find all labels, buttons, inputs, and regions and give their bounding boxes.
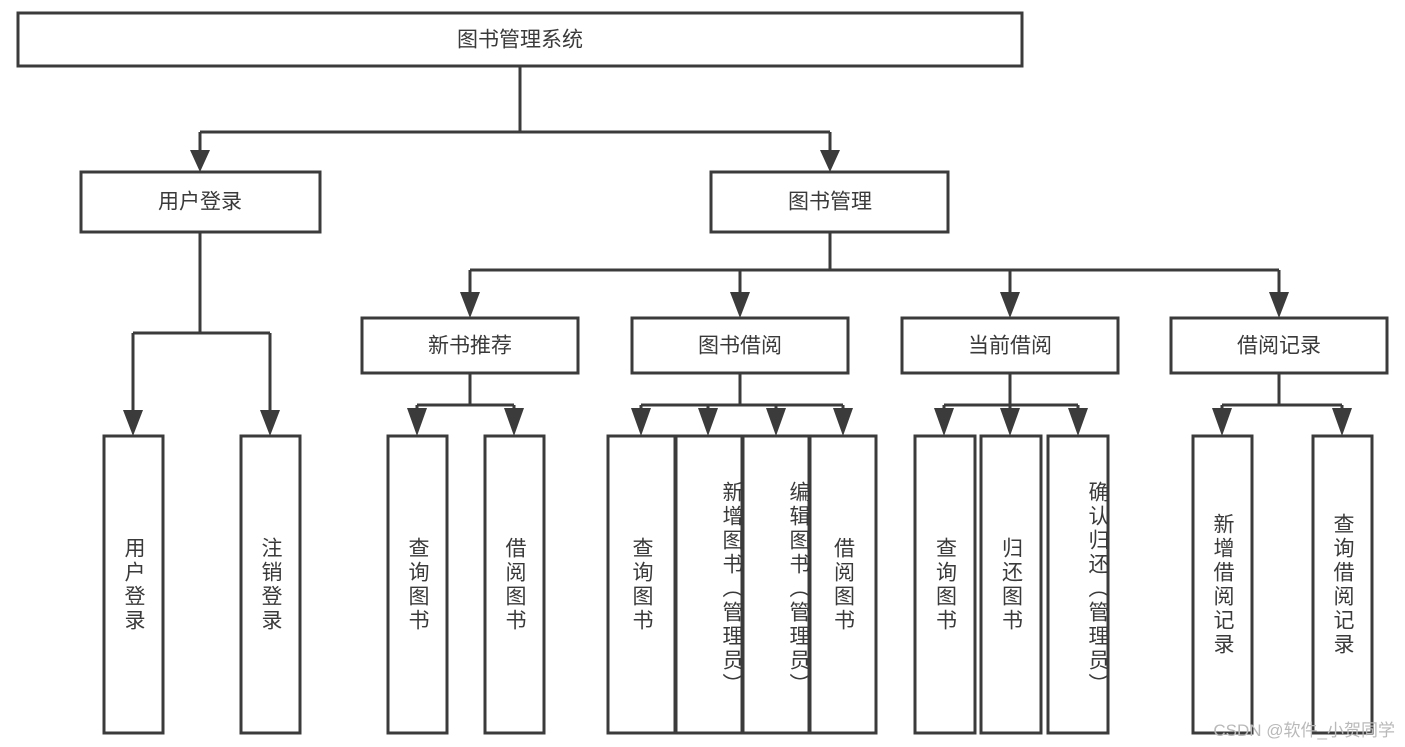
- arrow-head-leaf-logout: [260, 410, 280, 436]
- arrow-head-bookborrow-leaf-1: [631, 408, 651, 436]
- arrow-head-new-book: [460, 292, 480, 318]
- arrow-head-currentborrow-leaf-2: [1000, 408, 1020, 436]
- node-root[interactable]: 图书管理系统: [16, 11, 1024, 68]
- node-book-borrow[interactable]: 图书借阅: [630, 316, 850, 375]
- leaf-box-user-login-1[interactable]: [239, 434, 302, 735]
- leaf-box-book-borrow-2[interactable]: [741, 434, 811, 735]
- node-current-borrow[interactable]: 当前借阅: [900, 316, 1120, 375]
- leaf-box-new-book-0[interactable]: [386, 434, 449, 735]
- connector-layer: [123, 66, 1352, 436]
- arrow-head-leaf-user-login: [123, 410, 143, 436]
- node-book-manage-label: 图书管理: [788, 191, 872, 214]
- node-root-label: 图书管理系统: [457, 29, 583, 52]
- arrow-head-current-borrow: [1000, 292, 1020, 318]
- arrow-head-borrowrecord-leaf-2: [1332, 408, 1352, 436]
- node-book-manage[interactable]: 图书管理: [709, 170, 950, 234]
- arrow-head-borrow-record: [1269, 292, 1289, 318]
- leaf-box-book-borrow-3[interactable]: [808, 434, 878, 735]
- node-book-borrow-box[interactable]: [630, 316, 850, 375]
- arrow-head-borrowrecord-leaf-1: [1212, 408, 1232, 436]
- leaf-box-book-borrow-0[interactable]: [606, 434, 677, 735]
- node-current-borrow-box[interactable]: [900, 316, 1120, 375]
- leaf-box-new-book-1[interactable]: [483, 434, 546, 735]
- node-book-borrow-label: 图书借阅: [698, 335, 782, 358]
- arrow-head-book-manage: [820, 150, 840, 172]
- arrow-head-bookborrow-leaf-2: [698, 408, 718, 436]
- node-new-book-recommend-label: 新书推荐: [428, 335, 512, 358]
- arrow-head-book-borrow: [730, 292, 750, 318]
- arrow-head-currentborrow-leaf-1: [934, 408, 954, 436]
- arrow-head-bookborrow-leaf-3: [766, 408, 786, 436]
- node-current-borrow-label: 当前借阅: [968, 335, 1052, 358]
- node-borrow-record[interactable]: 借阅记录: [1169, 316, 1389, 375]
- leaf-box-current-borrow-2[interactable]: [1046, 434, 1110, 735]
- node-user-login-box[interactable]: [79, 170, 322, 234]
- node-new-book-recommend[interactable]: 新书推荐: [360, 316, 580, 375]
- node-user-login[interactable]: 用户登录: [79, 170, 322, 234]
- arrow-head-currentborrow-leaf-3: [1068, 408, 1088, 436]
- leaf-box-borrow-record-1[interactable]: [1311, 434, 1374, 735]
- leaf-box-current-borrow-0[interactable]: [913, 434, 977, 735]
- leaf-box-current-borrow-1[interactable]: [979, 434, 1043, 735]
- node-new-book-recommend-box[interactable]: [360, 316, 580, 375]
- arrow-head-newbook-leaf-2: [504, 408, 524, 436]
- node-user-login-label: 用户登录: [158, 191, 242, 214]
- node-root-box[interactable]: [16, 11, 1024, 68]
- node-borrow-record-label: 借阅记录: [1237, 335, 1321, 358]
- node-borrow-record-box[interactable]: [1169, 316, 1389, 375]
- leaf-box-book-borrow-1[interactable]: [674, 434, 744, 735]
- leaf-box-user-login-0[interactable]: [102, 434, 165, 735]
- leaf-box-borrow-record-0[interactable]: [1191, 434, 1254, 735]
- arrow-head-bookborrow-leaf-4: [833, 408, 853, 436]
- arrow-head-newbook-leaf-1: [407, 408, 427, 436]
- node-book-manage-box[interactable]: [709, 170, 950, 234]
- arrow-head-user-login: [190, 150, 210, 172]
- watermark-text: CSDN @软件_小贺同学: [1213, 721, 1395, 740]
